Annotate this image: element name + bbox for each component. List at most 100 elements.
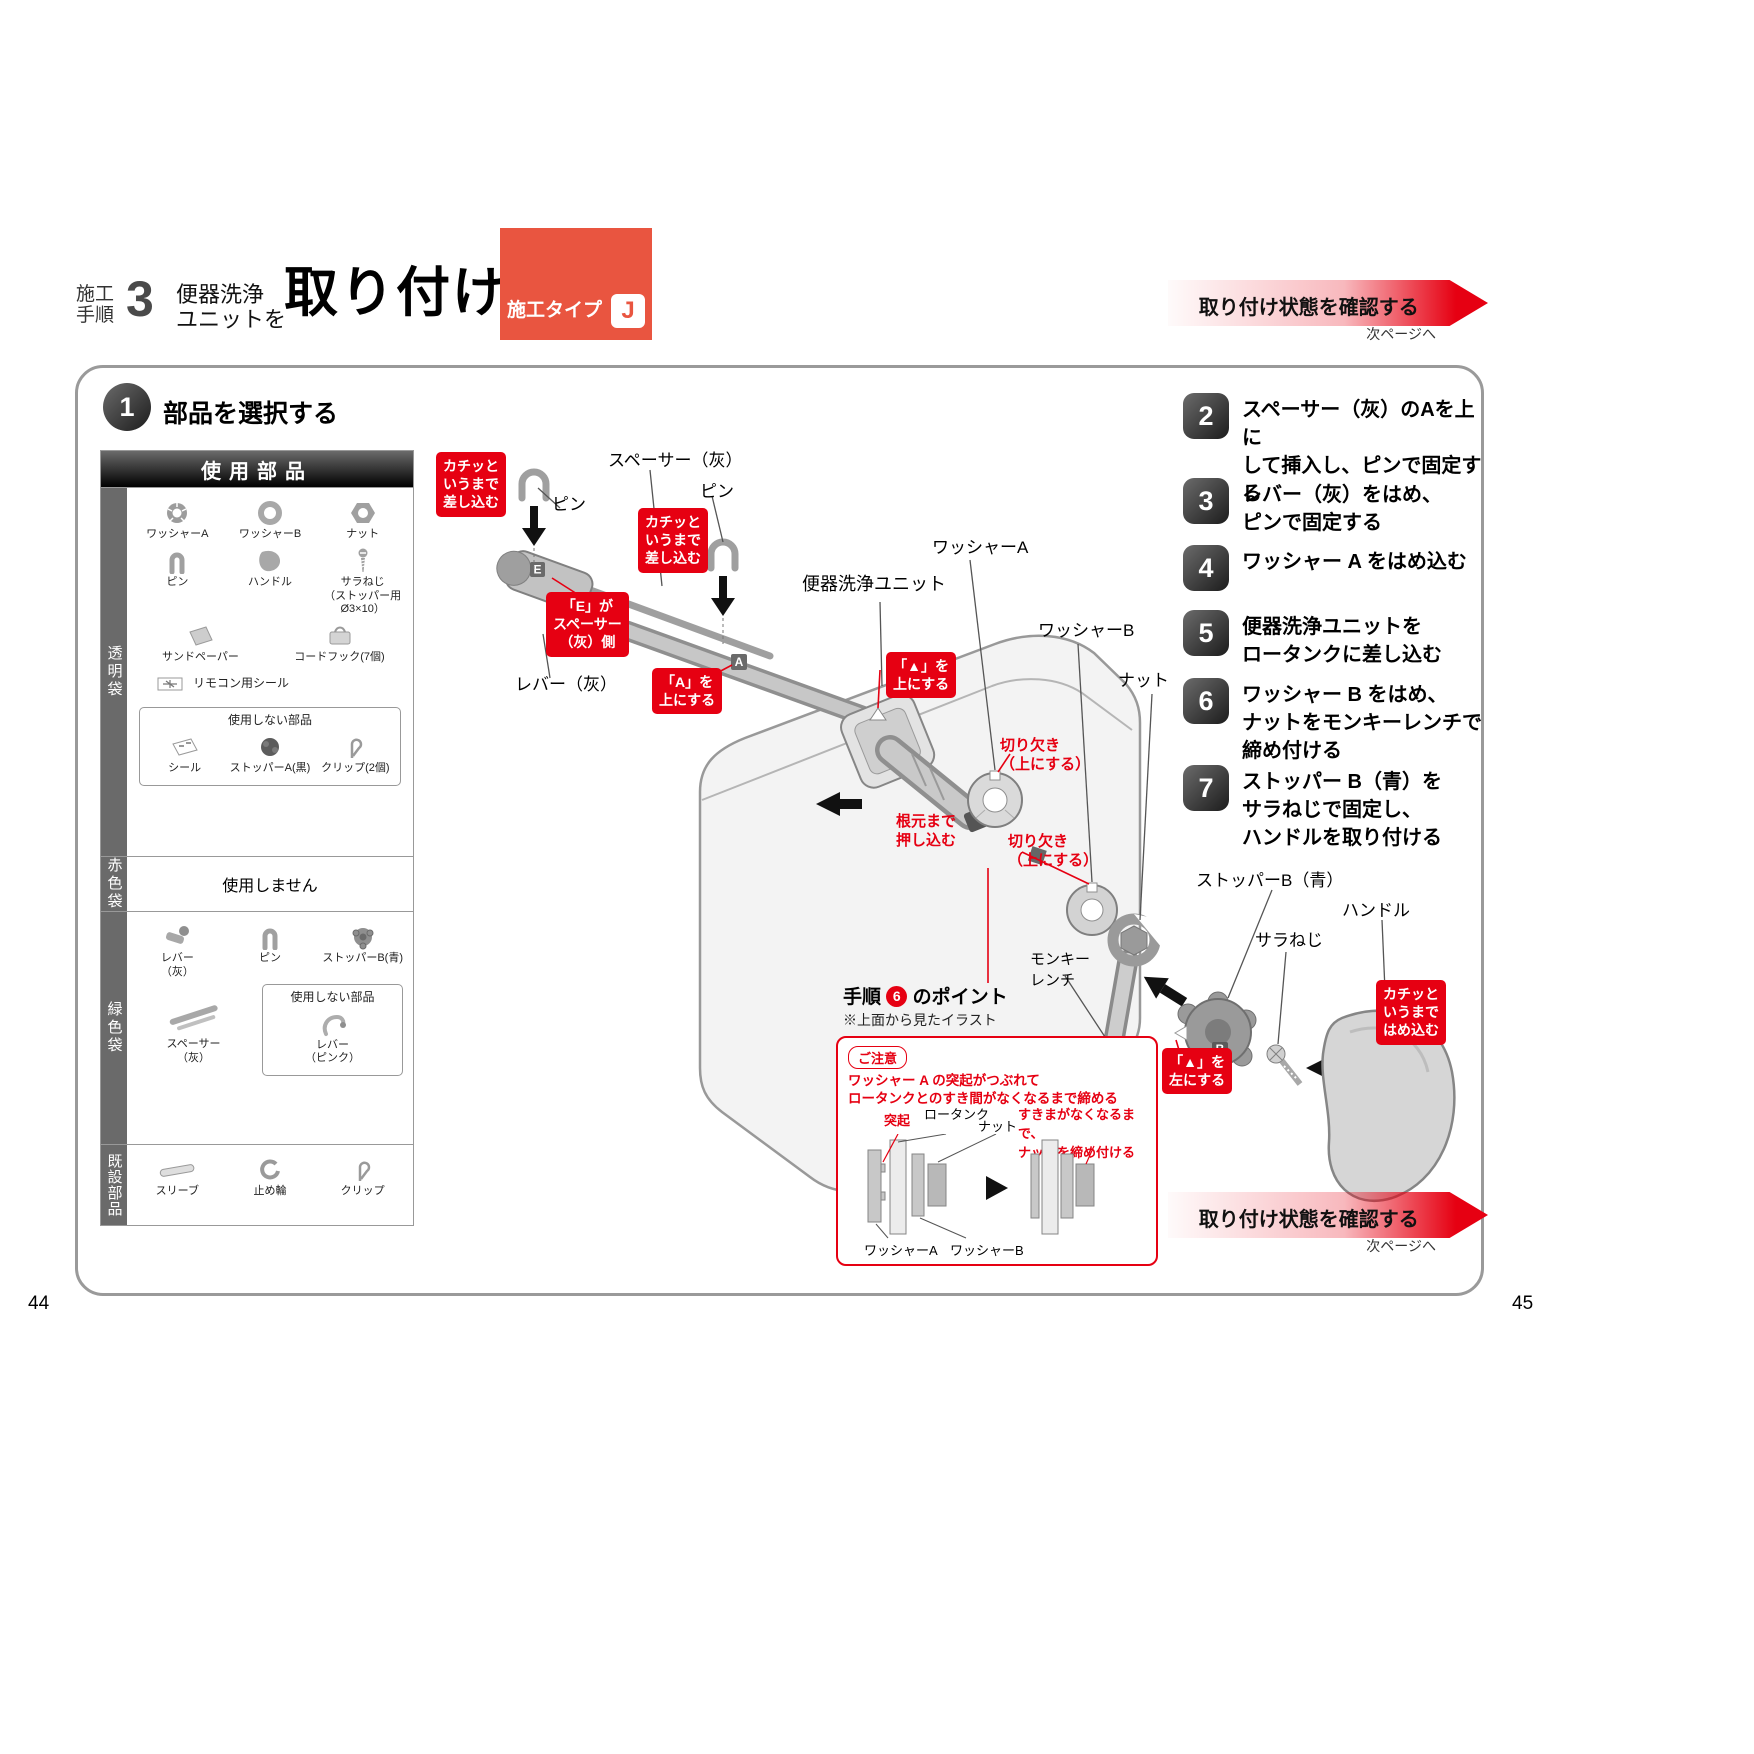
- caution-text: ワッシャー A の突起がつぶれて ロータンクとのすき間がなくなるまで締める: [848, 1072, 1118, 1108]
- note-push-in: 根元まで 押し込む: [896, 813, 957, 850]
- part-label: ナット: [346, 528, 380, 540]
- section-existing-parts: 既設部品 スリーブ 止め輪 クリップ: [101, 1144, 413, 1225]
- part-label: ピン: [166, 575, 189, 588]
- washer-b-icon: [224, 498, 317, 528]
- remote-seal-icon: [155, 669, 185, 699]
- point-box-title: 手順 6 のポイント: [843, 982, 1008, 1009]
- green-bag-parts: レバー （灰） ピン ストッパーB(青) スペーサー （灰）: [127, 912, 413, 1144]
- callout-triangle-left: 「▲」を 左にする: [1162, 1048, 1233, 1095]
- spacer-icon: [131, 994, 256, 1038]
- bag-tab-red: 赤色袋: [101, 857, 127, 911]
- arrow-right-shape: [1168, 280, 1488, 326]
- part-item: クリップ: [316, 1155, 409, 1199]
- handle-icon: [224, 546, 317, 576]
- parts-table-title: 使用部品: [101, 451, 413, 487]
- label-protrusion: 突起: [884, 1113, 911, 1128]
- part-item: ハンドル: [224, 546, 317, 590]
- pin-icon: [224, 922, 317, 952]
- seal-icon: [142, 732, 227, 762]
- callout-triangle-up: 「▲」を 上にする: [886, 652, 957, 699]
- label-pin-1: ピン: [552, 495, 586, 514]
- caution-line-2: ロータンクとのすき間がなくなるまで締める: [848, 1091, 1118, 1107]
- next-page-banner-top: 取り付け状態を確認する 次ページへ: [1168, 280, 1488, 344]
- step-3-badge: 3: [1183, 478, 1229, 524]
- label-lever: レバー（灰）: [515, 675, 617, 694]
- step-5-text: 便器洗浄ユニットを ロータンクに差し込む: [1242, 616, 1442, 666]
- clip-icon: [316, 1155, 409, 1185]
- part-item: ストッパーA(黒): [227, 732, 312, 776]
- part-label: スリーブ: [155, 1185, 199, 1197]
- point-title-step-badge: 6: [886, 985, 908, 1007]
- callout-e-side: 「E」が スペーサー （灰）側: [546, 592, 629, 657]
- clip-icon: [313, 732, 398, 762]
- arrow-right-shape: [1168, 1192, 1488, 1238]
- step-2: 2 スペーサー（灰）のAを上に して挿入し、ピンで固定する: [1183, 393, 1483, 508]
- construction-type-label: 施工タイプ: [506, 300, 602, 321]
- callout-a-up: 「A」を 上にする: [652, 668, 723, 715]
- part-label: サラねじ （ストッパー用Ø3×10）: [324, 575, 402, 616]
- step-3: 3 レバー（灰）をはめ、 ピンで固定する: [1183, 478, 1483, 537]
- cross-section-after: [1030, 1139, 1095, 1235]
- sleeve-icon: [131, 1155, 224, 1185]
- part-item: シール: [142, 732, 227, 776]
- washer-a-icon: [131, 498, 224, 528]
- nut-icon: [316, 498, 409, 528]
- page-number-right: 45: [1512, 1293, 1534, 1314]
- step-7-text: ストッパー B（青）を サラねじで固定し、 ハンドルを取り付ける: [1242, 771, 1442, 849]
- label-washer-a: ワッシャーA: [932, 538, 1029, 557]
- part-label: スペーサー （灰）: [166, 1038, 221, 1064]
- part-item: サンドペーパー: [131, 621, 270, 665]
- banner-text: 取り付け状態を確認する: [1198, 1209, 1419, 1231]
- step-2-text: スペーサー（灰）のAを上に して挿入し、ピンで固定する: [1242, 399, 1482, 505]
- banner-subtext: 次ページへ: [1366, 326, 1436, 342]
- callout-click-insert-1: カチッと いうまで 差し込む: [436, 452, 506, 517]
- cross-section-diagram: [867, 1134, 1095, 1239]
- label-stopper-b: ストッパーB（青）: [1196, 871, 1344, 890]
- part-label: ワッシャーA: [146, 528, 209, 540]
- part-label: ストッパーB(青): [322, 952, 404, 964]
- red-bag-parts: 使用しません: [127, 857, 413, 911]
- part-item: ワッシャーA: [131, 498, 224, 542]
- retaining-ring-icon: [224, 1155, 317, 1185]
- label-spacer: スペーサー（灰）: [608, 451, 743, 470]
- label-low-tank: ロータンク: [924, 1107, 990, 1122]
- point-box-subtitle: ※上面から見たイラスト: [843, 1012, 997, 1028]
- part-item: ナット: [316, 498, 409, 542]
- step-7: 7 ストッパー B（青）を サラねじで固定し、 ハンドルを取り付ける: [1183, 765, 1483, 852]
- caution-line-1: ワッシャー A の突起がつぶれて: [848, 1073, 1040, 1088]
- part-label: ハンドル: [248, 575, 292, 588]
- point-box: ご注意 ワッシャー A の突起がつぶれて ロータンクとのすき間がなくなるまで締め…: [836, 1036, 1158, 1266]
- step-2-badge: 2: [1183, 393, 1229, 439]
- sandpaper-icon: [131, 621, 270, 651]
- construction-type-value: J: [611, 294, 645, 328]
- part-item: スリーブ: [131, 1155, 224, 1199]
- note-notch-2: 切り欠き （上にする）: [1008, 833, 1099, 870]
- banner-subtext: 次ページへ: [1366, 1238, 1436, 1254]
- part-label: クリップ(2個): [321, 761, 390, 774]
- label-wrench: モンキー レンチ: [1030, 951, 1091, 989]
- unused-parts-box: 使用しない部品 シール ストッパーA(黒) クリップ(2個): [139, 706, 401, 786]
- callout-click-snap: カチッと いうまで はめ込む: [1376, 980, 1446, 1045]
- unused-parts-title: 使用しない部品: [290, 989, 375, 1004]
- label-washer-b-small: ワッシャーB: [950, 1243, 1024, 1258]
- target-line-1: 便器洗浄: [176, 282, 265, 307]
- part-item: ワッシャーB: [224, 498, 317, 542]
- not-used-note: 使用しません: [222, 878, 318, 895]
- target-line-2: ユニットを: [176, 307, 287, 332]
- part-item: ピン: [224, 922, 317, 966]
- page-number-left: 44: [28, 1293, 50, 1314]
- bag-tab-green: 緑色袋: [101, 912, 127, 1144]
- section-green-bag: 緑色袋 レバー （灰） ピン ストッパーB(青): [101, 911, 413, 1144]
- part-label: コードフック(7個): [294, 651, 385, 663]
- procedure-number: 3: [126, 271, 154, 327]
- step-1-label: 部品を選択する: [163, 400, 339, 428]
- label-washer-b: ワッシャーB: [1038, 621, 1135, 640]
- unused-parts-box: 使用しない部品 レバー （ピンク）: [262, 983, 403, 1076]
- part-item: 止め輪: [224, 1155, 317, 1199]
- flat-screw-icon: [316, 546, 409, 576]
- label-pin-2: ピン: [700, 482, 734, 501]
- bag-tab-existing: 既設部品: [101, 1145, 127, 1225]
- part-item: クリップ(2個): [313, 732, 398, 776]
- label-flat-screw: サラねじ: [1255, 931, 1323, 950]
- part-item: コードフック(7個): [270, 621, 409, 665]
